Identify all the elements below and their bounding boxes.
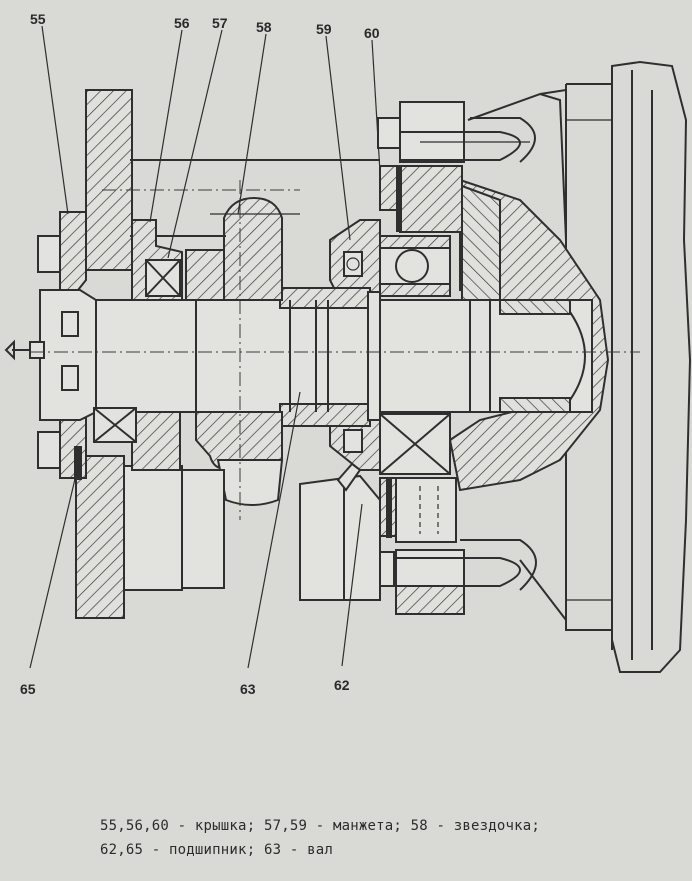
cover-56: [131, 219, 183, 471]
callout-65: 65: [20, 681, 36, 697]
callout-60: 60: [364, 25, 380, 41]
callout-55: 55: [30, 11, 46, 27]
caption-line-2: 62,65 - подшипник; 63 - вал: [100, 842, 333, 858]
bearing-65: [74, 407, 137, 480]
bearing-62: [379, 235, 451, 475]
assembly-drawing: 55 56 57 58 59 60 65 63 62: [4, 11, 692, 697]
callout-56: 56: [174, 15, 190, 31]
sprocket-58: [185, 196, 300, 506]
shaft-63: [91, 287, 593, 427]
left-hub-plate: [75, 89, 380, 619]
centerlines: [30, 180, 640, 520]
callout-58: 58: [256, 19, 272, 35]
caption-line-1: 55,56,60 - крышка; 57,59 - манжета; 58 -…: [100, 818, 541, 834]
callout-63: 63: [240, 681, 256, 697]
lower-seal-block: [299, 419, 457, 601]
callout-57: 57: [212, 15, 228, 31]
figure-caption: 55,56,60 - крышка; 57,59 - манжета; 58 -…: [100, 814, 660, 862]
callout-59: 59: [316, 21, 332, 37]
bottom-bolt: [369, 539, 537, 615]
leader-lines: [29, 25, 381, 669]
top-bolt: [377, 101, 536, 163]
cover-55: [4, 211, 97, 479]
cover-60: [379, 165, 501, 301]
callout-62: 62: [334, 677, 350, 693]
